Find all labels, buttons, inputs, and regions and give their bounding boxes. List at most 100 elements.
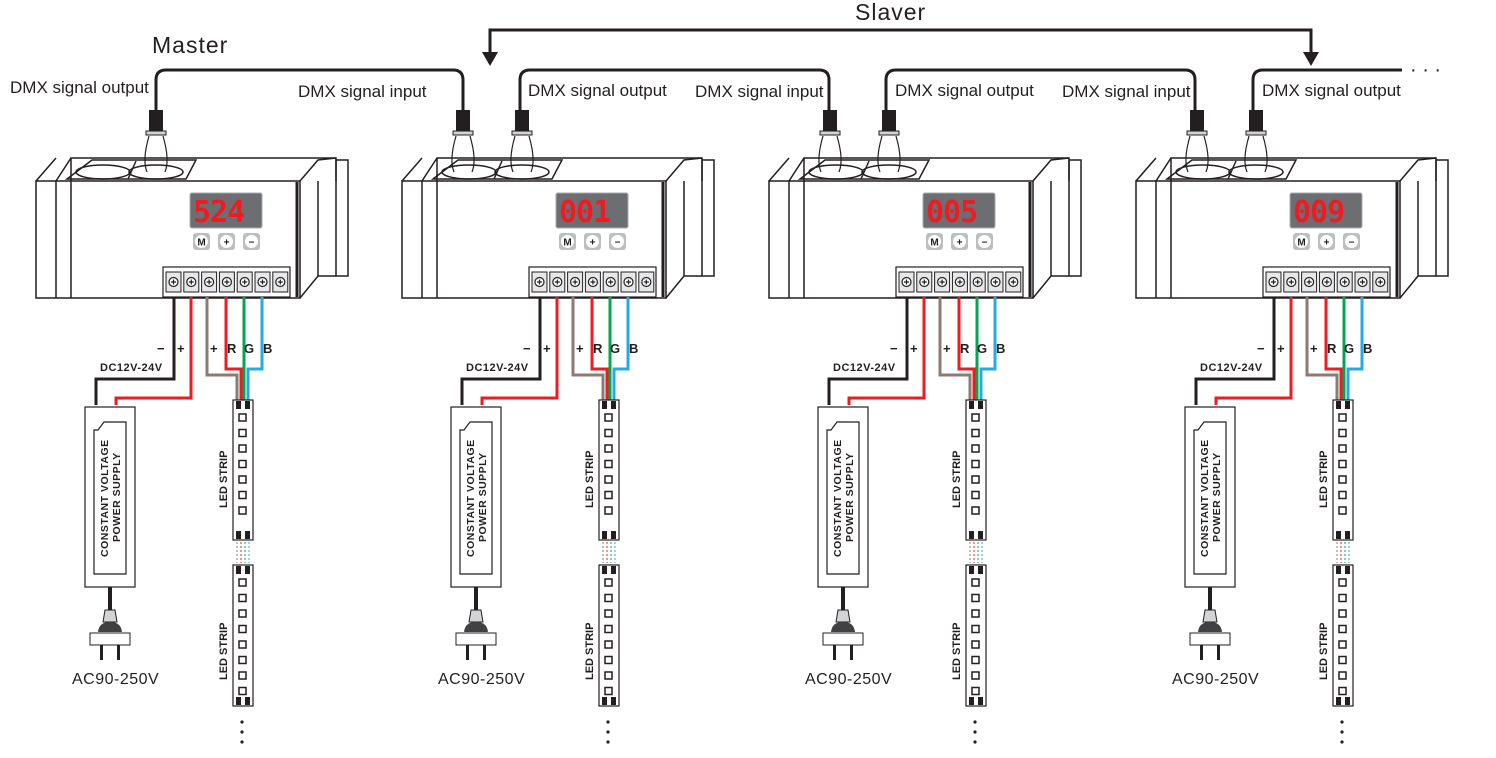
led-chip-icon [604, 640, 613, 649]
wire-blue [1346, 297, 1364, 400]
screw-slot [1306, 279, 1312, 285]
led-chip-icon [604, 506, 613, 515]
screw-slot [608, 279, 614, 285]
xlr-plug [1244, 110, 1268, 173]
minus-button[interactable]: − [1343, 233, 1360, 250]
strip-pad [602, 531, 607, 539]
button-face [245, 235, 258, 248]
label-common-plus: + [576, 341, 584, 356]
display-value: 001 [559, 195, 610, 230]
screw-slot [626, 279, 631, 285]
mode-button[interactable]: M [193, 233, 210, 250]
ac-voltage-label: AC90-250V [805, 671, 892, 688]
screw-slot [572, 279, 578, 285]
box-front-face [35, 180, 301, 299]
led-chip-icon [604, 593, 613, 603]
led-chip-icon [1338, 624, 1347, 634]
plus-button[interactable]: + [584, 233, 601, 250]
terminal-block [162, 266, 291, 298]
led-strip-label: LED STRIP [1318, 451, 1330, 508]
screw-slot [643, 279, 649, 285]
strip-link [602, 542, 616, 563]
screw-slot [537, 279, 542, 285]
dmx-cable [518, 68, 831, 110]
led-chip-icon [1338, 459, 1347, 469]
dmx-input-label: DMX signal input [1062, 82, 1191, 101]
led-chip-icon [1338, 475, 1347, 484]
label-plus: + [177, 341, 185, 356]
plug-pin [850, 645, 853, 660]
led-chip-icon [238, 413, 247, 422]
label-minus: − [157, 341, 165, 356]
plug-grip [515, 110, 529, 132]
led-strip-segment-1 [598, 399, 620, 541]
mode-button[interactable]: M [559, 233, 576, 250]
plus-button[interactable]: + [951, 233, 968, 250]
minus-button[interactable]: − [243, 233, 260, 250]
xlr-output-socket [494, 164, 550, 180]
xlr-input-socket [808, 164, 864, 180]
xlr-plug [451, 110, 475, 173]
display-panel [555, 192, 629, 229]
plug-ring [1186, 130, 1208, 136]
continuation-dot [240, 720, 244, 724]
mode-button[interactable]: M [926, 233, 943, 250]
master-title: Master [152, 32, 228, 58]
psu-body [1184, 406, 1236, 588]
plug-body [89, 632, 131, 646]
address-display: 524 [189, 192, 263, 230]
mode-button[interactable]: M [1293, 233, 1310, 250]
strip-pad [978, 531, 983, 539]
led-chip-icon [604, 624, 613, 634]
minus-button[interactable]: − [976, 233, 993, 250]
wire-negative [827, 297, 909, 405]
box-edge [665, 275, 702, 299]
led-chip-icon [1338, 655, 1347, 665]
dmx-output-label: DMX signal output [528, 81, 667, 100]
screw-slot [554, 279, 560, 285]
display-value: 009 [1293, 195, 1344, 230]
label-b: B [263, 341, 272, 356]
ac-voltage-label: AC90-250V [1172, 671, 1259, 688]
strip-pad [969, 697, 974, 705]
box-edge [1032, 275, 1069, 299]
dmx-output-label: DMX signal output [1262, 81, 1401, 100]
label-common-plus: + [943, 341, 951, 356]
xlr-plug [877, 110, 901, 173]
box-front-face [401, 180, 667, 299]
led-chip-icon [604, 686, 613, 696]
screw-slot [957, 279, 963, 285]
plus-button[interactable]: + [1318, 233, 1335, 250]
strip-pad [1345, 697, 1350, 705]
dmx-decoder-box [35, 157, 349, 299]
plus-button[interactable]: + [218, 233, 235, 250]
led-chip-icon [1338, 490, 1347, 500]
button-label: − [249, 238, 255, 249]
led-chip-icon [1338, 506, 1347, 515]
xlr-plug [144, 110, 168, 173]
continuation-dot [606, 730, 610, 734]
strip-pad [245, 697, 250, 705]
box-edge [665, 157, 703, 182]
led-chip-icon [238, 671, 247, 680]
strip-body [965, 564, 987, 707]
led-chip-icon [238, 578, 247, 587]
plug-strain-relief [835, 609, 851, 623]
led-chip-icon [604, 609, 613, 618]
box-front-face [1135, 180, 1401, 299]
wire-blue [979, 297, 997, 400]
xlr-plug [818, 110, 842, 173]
minus-button[interactable]: − [609, 233, 626, 250]
plug-cap [831, 622, 855, 632]
plug-ring [1245, 130, 1267, 136]
plug-body [1185, 135, 1209, 173]
led-chip-icon [971, 624, 980, 634]
ac-voltage-label: AC90-250V [72, 671, 159, 688]
dmx-decoder-box [1135, 157, 1449, 299]
plug-body [144, 135, 168, 173]
led-strip-segment-2 [1332, 564, 1354, 707]
box-edge [1399, 157, 1437, 182]
